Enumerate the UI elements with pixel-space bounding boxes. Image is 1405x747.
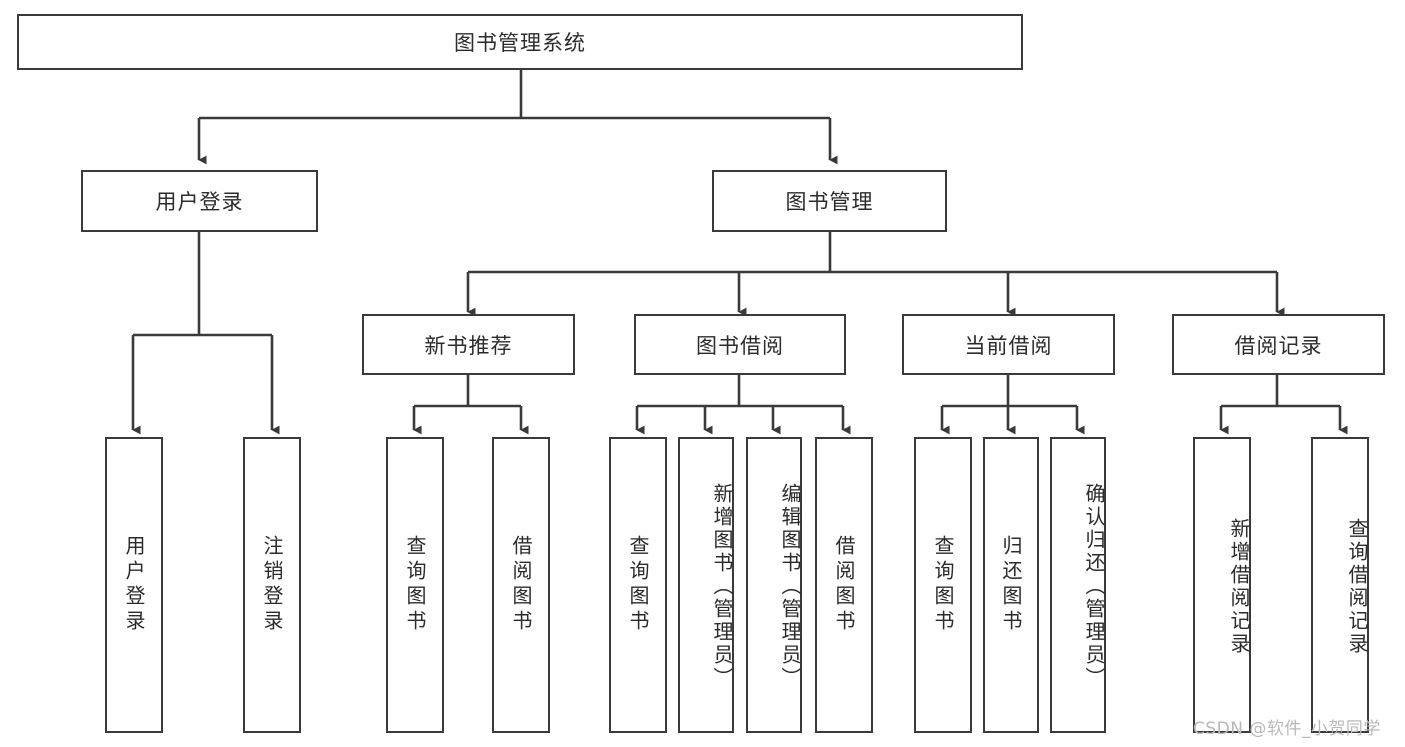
node-book-management[interactable]: 图书管理 — [712, 170, 947, 232]
leaf-add-book-admin[interactable]: 新增图书（管理员） — [678, 437, 734, 733]
leaf-borrow-book[interactable]: 借阅图书 — [815, 437, 873, 733]
leaf-add-borrow-record[interactable]: 新增借阅记录 — [1193, 437, 1251, 733]
node-label: 归还图书 — [999, 535, 1023, 635]
leaf-query-book-current[interactable]: 查询图书 — [914, 437, 972, 733]
node-book-borrow[interactable]: 图书借阅 — [634, 314, 846, 375]
node-label: 新书推荐 — [424, 333, 513, 358]
leaf-return-book[interactable]: 归还图书 — [983, 437, 1039, 733]
node-label: 查询借阅记录 — [1345, 517, 1369, 656]
leaf-user-login[interactable]: 用户登录 — [105, 437, 163, 733]
leaf-edit-book-admin[interactable]: 编辑图书（管理员） — [746, 437, 802, 733]
leaf-confirm-return-admin[interactable]: 确认归还（管理员） — [1050, 437, 1106, 733]
node-label: 借阅图书 — [509, 535, 533, 635]
leaf-query-book-borrow[interactable]: 查询图书 — [609, 437, 667, 733]
node-label: 编辑图书（管理员） — [778, 483, 802, 690]
node-label: 查询图书 — [626, 535, 650, 635]
node-label: 新增图书（管理员） — [710, 483, 734, 690]
node-label: 当前借阅 — [964, 333, 1053, 358]
node-label: 借阅记录 — [1234, 333, 1323, 358]
csdn-watermark: CSDN @软件_小贺同学 — [1193, 719, 1381, 739]
node-label: 用户登录 — [122, 535, 146, 635]
node-new-book-recommend[interactable]: 新书推荐 — [362, 314, 575, 375]
node-user-login[interactable]: 用户登录 — [81, 170, 318, 232]
node-label: 借阅图书 — [832, 535, 856, 635]
node-label: 注销登录 — [260, 535, 284, 635]
node-label: 图书管理 — [785, 190, 874, 214]
node-root-system[interactable]: 图书管理系统 — [17, 14, 1023, 70]
node-label: 图书管理系统 — [454, 31, 586, 55]
node-label: 查询图书 — [403, 535, 427, 635]
node-label: 查询图书 — [931, 535, 955, 635]
node-label: 确认归还（管理员） — [1082, 483, 1106, 690]
leaf-logout-login[interactable]: 注销登录 — [243, 437, 301, 733]
node-current-borrow[interactable]: 当前借阅 — [902, 314, 1115, 375]
leaf-query-book-recommend[interactable]: 查询图书 — [386, 437, 444, 733]
leaf-query-borrow-record[interactable]: 查询借阅记录 — [1311, 437, 1369, 733]
node-borrow-record[interactable]: 借阅记录 — [1172, 314, 1385, 375]
node-label: 新增借阅记录 — [1227, 517, 1251, 656]
node-label: 用户登录 — [155, 190, 244, 214]
node-label: 图书借阅 — [696, 333, 784, 358]
leaf-borrow-book-recommend[interactable]: 借阅图书 — [492, 437, 550, 733]
